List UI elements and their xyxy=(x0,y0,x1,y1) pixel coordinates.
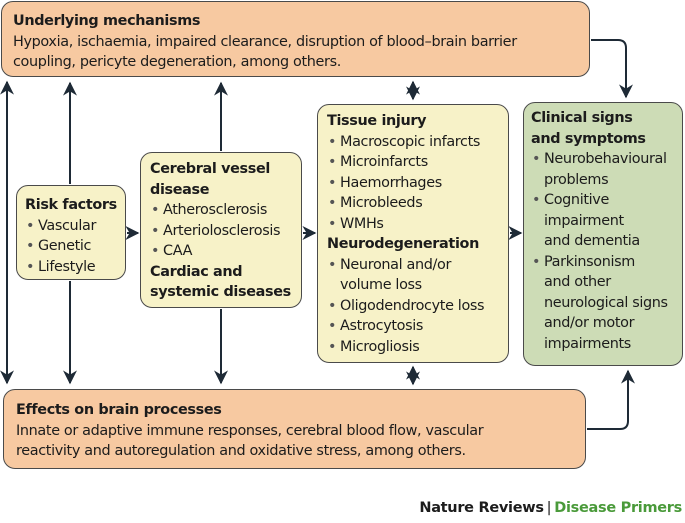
item-line: impairment xyxy=(544,212,624,229)
clinical-signs-list: Neurobehavioural problems Cognitive impa… xyxy=(531,149,682,354)
list-item: Lifestyle xyxy=(25,257,125,278)
tissue-injury-title: Tissue injury xyxy=(327,113,427,129)
title-line: and symptoms xyxy=(531,130,646,147)
arrow-effects-to-clinical xyxy=(587,369,635,430)
effects-text-line1: Innate or adaptive immune responses, cer… xyxy=(16,422,484,439)
title-line: disease xyxy=(150,181,210,198)
cerebral-vessel-disease-box: Cerebral vessel disease Atherosclerosis … xyxy=(140,152,302,308)
risk-factors-title: Risk factors xyxy=(25,197,117,213)
list-item: Microbleeds xyxy=(327,193,508,214)
clinical-signs-box: Clinical signs and symptoms Neurobehavio… xyxy=(523,102,683,366)
list-item: Haemorrhages xyxy=(327,173,508,194)
list-item: Parkinsonism and other neurological sign… xyxy=(531,252,682,355)
item-line: Cognitive xyxy=(544,192,609,208)
journal-name: Nature Reviews xyxy=(419,500,544,516)
risk-factors-list: Vascular Genetic Lifestyle xyxy=(25,216,125,278)
item-line: Neurobehavioural xyxy=(544,151,667,167)
list-item: Genetic xyxy=(25,236,125,257)
list-item: Astrocytosis xyxy=(327,316,508,337)
title-line: Cardiac and xyxy=(150,263,243,280)
list-item: Neurobehavioural problems xyxy=(531,149,682,190)
item-line: and/or motor xyxy=(544,315,635,331)
neurodegeneration-title: Neurodegeneration xyxy=(327,236,479,252)
list-item: Oligodendrocyte loss xyxy=(327,296,508,317)
cardiac-systemic-diseases-title: Cardiac and systemic diseases xyxy=(150,262,301,303)
title-line: Clinical signs xyxy=(531,110,633,126)
journal-credit: Nature Reviews|Disease Primers xyxy=(419,500,682,516)
arrow-underlying-to-clinical xyxy=(591,39,633,99)
underlying-mechanisms-box: Underlying mechanisms Hypoxia, ischaemia… xyxy=(1,1,590,77)
list-item: Arteriolosclerosis xyxy=(150,221,301,242)
list-item: Atherosclerosis xyxy=(150,200,301,221)
underlying-mechanisms-text-line1: Hypoxia, ischaemia, impaired clearance, … xyxy=(13,33,517,50)
title-line: Cerebral vessel xyxy=(150,161,270,177)
credit-separator: | xyxy=(546,500,552,516)
list-item: Microgliosis xyxy=(327,337,508,358)
list-item: Neuronal and/or volume loss xyxy=(327,255,508,296)
effects-text-line2: reactivity and autoregulation and oxidat… xyxy=(16,443,466,459)
item-line: Parkinsonism xyxy=(544,253,635,270)
underlying-mechanisms-title: Underlying mechanisms xyxy=(13,13,201,29)
item-line: and other xyxy=(544,274,611,290)
list-item: Macroscopic infarcts xyxy=(327,132,508,153)
list-item: Microinfarcts xyxy=(327,152,508,173)
cerebral-vessel-disease-title: Cerebral vessel disease xyxy=(150,159,301,200)
list-item: WMHs xyxy=(327,214,508,235)
item-line: volume loss xyxy=(340,277,422,293)
item-line: Neuronal and/or xyxy=(340,256,452,273)
list-item: CAA xyxy=(150,241,301,262)
list-item: Cognitive impairment and dementia xyxy=(531,190,682,252)
tissue-injury-box: Tissue injury Macroscopic infarcts Micro… xyxy=(317,104,509,363)
tissue-injury-list: Macroscopic infarcts Microinfarcts Haemo… xyxy=(327,132,508,235)
cerebral-vessel-disease-list: Atherosclerosis Arteriolosclerosis CAA xyxy=(150,200,301,262)
item-line: neurological signs xyxy=(544,294,668,311)
list-item: Vascular xyxy=(25,216,125,237)
item-line: impairments xyxy=(544,335,631,352)
neurodegeneration-list: Neuronal and/or volume loss Oligodendroc… xyxy=(327,255,508,358)
effects-title: Effects on brain processes xyxy=(16,402,222,418)
underlying-mechanisms-text-line2: coupling, pericyte degeneration, among o… xyxy=(13,54,341,70)
item-line: and dementia xyxy=(544,233,640,249)
effects-on-brain-processes-box: Effects on brain processes Innate or ada… xyxy=(3,389,586,469)
clinical-signs-title: Clinical signs and symptoms xyxy=(531,108,682,149)
risk-factors-box: Risk factors Vascular Genetic Lifestyle xyxy=(16,185,126,280)
series-name: Disease Primers xyxy=(554,500,682,516)
title-line: systemic diseases xyxy=(150,284,291,300)
item-line: problems xyxy=(544,171,609,188)
